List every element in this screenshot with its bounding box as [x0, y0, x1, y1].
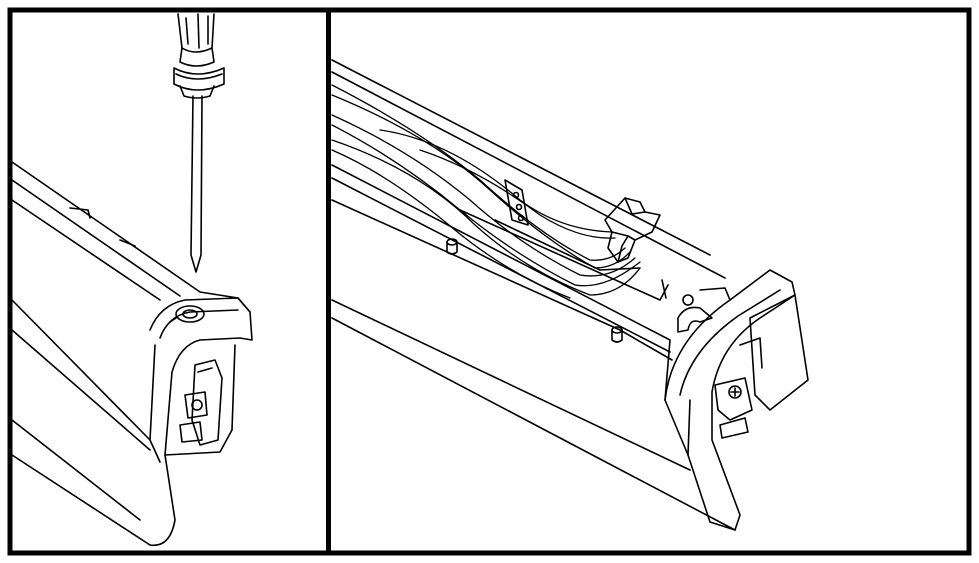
- end-cap: [664, 269, 809, 531]
- fixture-channel: [331, 59, 736, 531]
- screw-hole-icon: [169, 305, 205, 323]
- wire-bundle: [331, 84, 641, 299]
- wire-connector-icon: [604, 197, 661, 263]
- bracket: [504, 179, 529, 226]
- stud-icon: [446, 238, 667, 343]
- panel-right: [331, 59, 809, 531]
- end-cap: [149, 297, 253, 547]
- panel-left: [11, 13, 253, 547]
- panel-frame: [7, 7, 972, 556]
- screwdriver-icon: [173, 13, 225, 273]
